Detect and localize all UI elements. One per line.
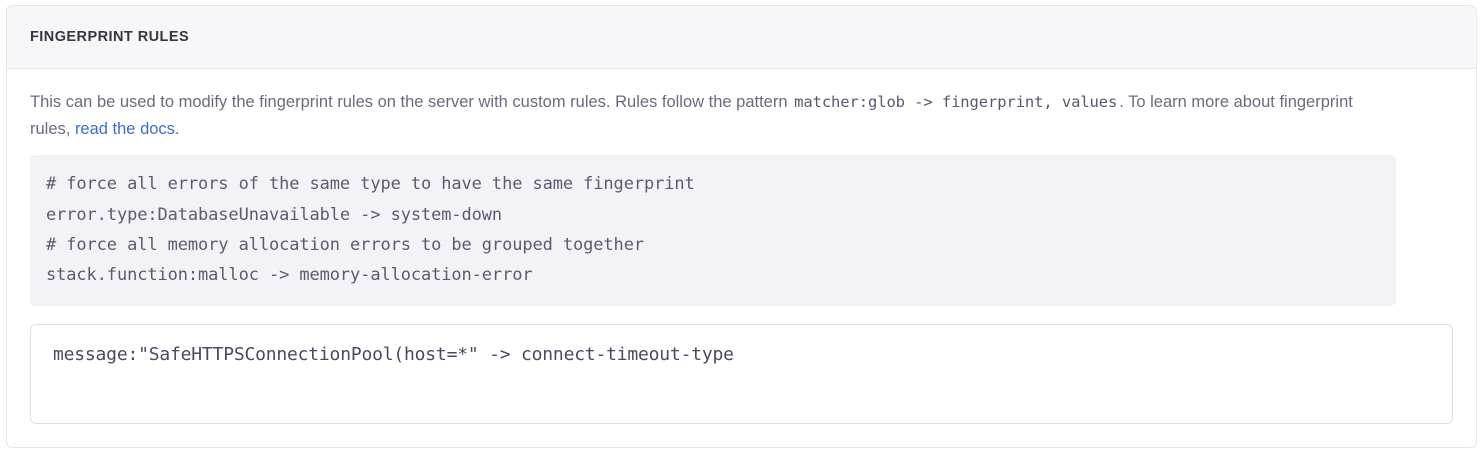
description-part-3: . [174,120,180,139]
panel-body: This can be used to modify the fingerpri… [7,69,1476,425]
inline-code-pattern: matcher:glob -> fingerprint, values [794,93,1118,111]
description-part-1: This can be used to modify the fingerpri… [30,93,793,111]
example-rules-code-block: # force all errors of the same type to h… [30,155,1396,307]
fingerprint-rules-input[interactable] [30,324,1453,425]
panel-header: FINGERPRINT RULES [7,6,1476,69]
description-text: This can be used to modify the fingerpri… [30,89,1390,143]
page-title: FINGERPRINT RULES [30,28,190,45]
fingerprint-rules-panel: FINGERPRINT RULES This can be used to mo… [6,5,1477,448]
read-the-docs-link[interactable]: read the docs [74,120,175,139]
description-part-2: . To learn more about fingerprint rules, [30,93,1353,139]
